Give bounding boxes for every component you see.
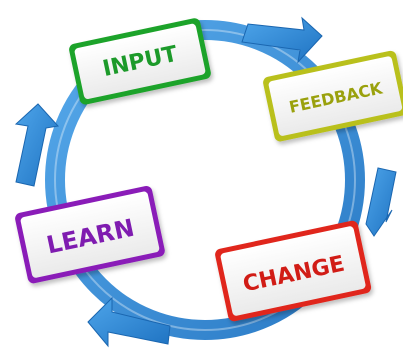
circular-arrows-icon bbox=[14, 16, 397, 348]
feedback-step-card: FEEDBACK bbox=[263, 50, 403, 142]
input-step-card: INPUT bbox=[69, 18, 211, 105]
arrow-head-bottom-icon bbox=[87, 296, 171, 348]
arrow-head-top-right-icon bbox=[241, 16, 323, 64]
arrow-head-right-icon bbox=[365, 167, 397, 237]
change-step-card: CHANGE bbox=[215, 220, 372, 322]
arrow-head-left-icon bbox=[14, 103, 59, 187]
learn-step-card: LEARN bbox=[15, 186, 165, 284]
